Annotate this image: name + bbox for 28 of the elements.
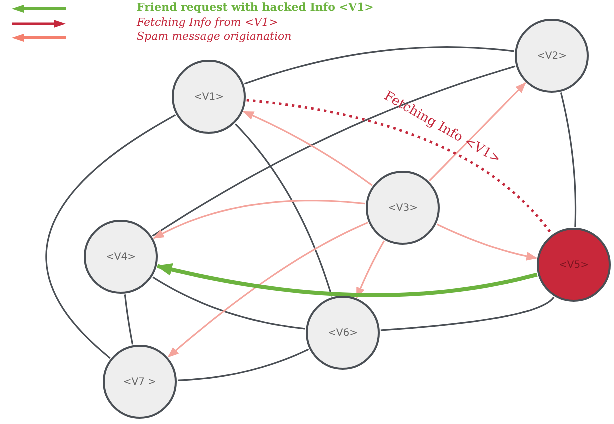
node-circle [366, 171, 440, 245]
connector-line [46, 114, 176, 359]
legend-text: Fetching Info from <V1> [137, 16, 278, 29]
node-label: <V5> [559, 260, 589, 270]
arrow [436, 224, 538, 261]
arrow [356, 240, 386, 299]
connector-line [124, 294, 134, 346]
node-label: <V6> [328, 328, 358, 338]
arrow [156, 264, 538, 298]
node-label: <V1> [194, 92, 224, 102]
arrow [168, 222, 368, 358]
arrow [242, 111, 373, 186]
connector-line [560, 92, 577, 228]
connector-line [152, 276, 306, 330]
legend-text: Spam message origianation [137, 30, 292, 43]
arrow [429, 82, 526, 182]
connector-line [380, 296, 555, 332]
node-label: <V3> [388, 202, 418, 214]
node-label: <V2> [537, 50, 567, 62]
node-circle [172, 60, 246, 134]
node-label: <V4> [106, 252, 136, 262]
connector-line [152, 66, 516, 237]
arrow [153, 200, 366, 240]
connector-line [178, 348, 310, 382]
connector-line [235, 124, 333, 297]
connector-line [244, 46, 514, 85]
node-label: <V7 > [123, 376, 157, 388]
legend-text: Friend request with hacked Info <V1> [137, 1, 374, 14]
